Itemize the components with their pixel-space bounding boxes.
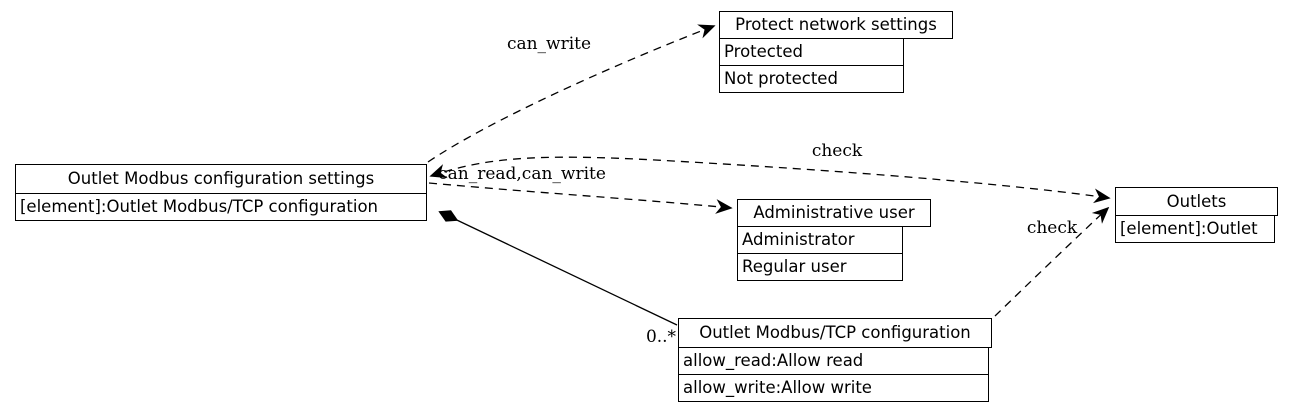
- edge-can-read-can-write-line: [428, 182, 733, 214]
- multiplicity-label: 0..*: [645, 327, 677, 347]
- edge-label-can-read-can-write: can_read,can_write: [438, 164, 606, 184]
- node-title-outlet-modbus-tcp-configuration: Outlet Modbus/TCP configuration: [678, 318, 992, 348]
- node-outlets: Outlets [element]:Outlet: [1115, 187, 1278, 243]
- edge-check-top-line: [429, 156, 1111, 204]
- node-row-allow-read: allow_read:Allow read: [678, 347, 989, 375]
- node-row-protected: Protected: [719, 38, 904, 66]
- node-outlet-modbus-configuration-settings: Outlet Modbus configuration settings [el…: [15, 164, 427, 221]
- node-outlet-modbus-tcp-configuration: Outlet Modbus/TCP configuration allow_re…: [678, 318, 992, 402]
- node-title-outlet-modbus-configuration-settings: Outlet Modbus configuration settings: [15, 164, 427, 194]
- edge-composition-line: [438, 210, 678, 326]
- node-row-element-outlet-modbus-tcp-configuration: [element]:Outlet Modbus/TCP configuratio…: [15, 193, 427, 221]
- node-row-administrator: Administrator: [737, 226, 903, 254]
- edge-label-can-write: can_write: [506, 34, 592, 54]
- edge-label-check-top: check: [811, 141, 863, 161]
- edge-label-check-bottom: check: [1026, 218, 1078, 238]
- edge-can-write-line: [427, 24, 716, 163]
- node-title-protect-network-settings: Protect network settings: [719, 11, 953, 39]
- node-title-administrative-user: Administrative user: [737, 199, 931, 227]
- node-administrative-user: Administrative user Administrator Regula…: [737, 199, 931, 281]
- node-row-regular-user: Regular user: [737, 253, 903, 281]
- node-row-allow-write: allow_write:Allow write: [678, 374, 989, 402]
- node-title-outlets: Outlets: [1115, 187, 1278, 216]
- node-row-not-protected: Not protected: [719, 65, 904, 93]
- node-protect-network-settings: Protect network settings Protected Not p…: [719, 11, 953, 93]
- node-row-element-outlet: [element]:Outlet: [1115, 215, 1275, 243]
- edge-check-bottom-line: [994, 206, 1110, 317]
